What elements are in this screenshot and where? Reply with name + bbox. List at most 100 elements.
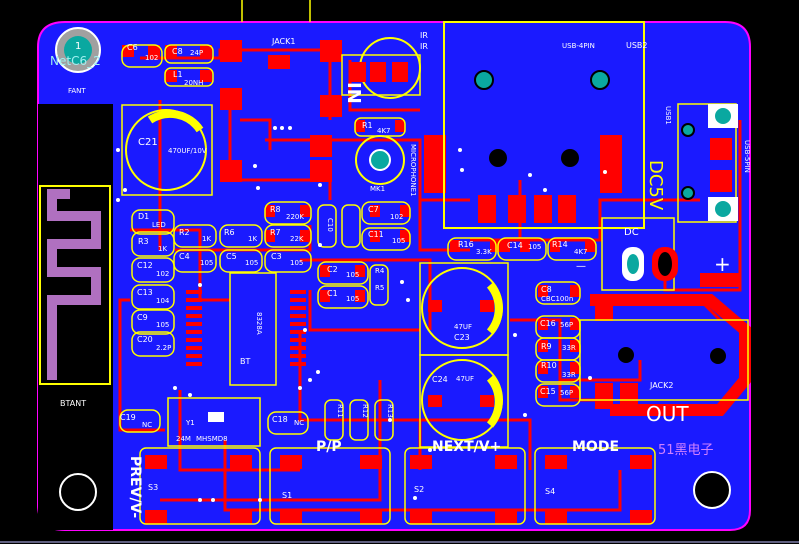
- board-outline: [37, 21, 751, 531]
- ic-name: 8328A: [255, 312, 263, 335]
- prev-label: PREV/V-: [127, 456, 143, 519]
- c11-label: C11: [368, 230, 384, 239]
- c1-label: C1: [327, 289, 338, 298]
- mounting-hole-bottom-right: [693, 471, 731, 509]
- c8b-label: C8: [541, 285, 552, 294]
- c11-value: 105: [392, 237, 406, 245]
- mk1-pad: [369, 149, 391, 171]
- mk1-label: MK1: [370, 185, 386, 193]
- r1-label: R1: [362, 121, 373, 130]
- fant-label: FANT: [68, 87, 86, 95]
- c7-value: 102: [390, 213, 404, 221]
- usb1-label: USB1: [664, 106, 672, 125]
- out-label: OUT: [646, 402, 689, 426]
- c16-label: C16: [540, 319, 556, 328]
- c3-value: 105: [290, 259, 304, 267]
- c5-label: C5: [226, 252, 237, 261]
- r6-value: 1K: [248, 235, 258, 243]
- r2-value: 1K: [202, 235, 212, 243]
- d1-label: D1: [138, 212, 150, 221]
- d1-value: LED: [152, 221, 166, 229]
- s1-label[interactable]: S1: [282, 491, 293, 500]
- c4-value: 105: [200, 259, 214, 267]
- vias: [116, 126, 607, 502]
- usb-5pin-label: USB-5PIN: [743, 140, 751, 173]
- c23-label: C23: [454, 333, 470, 342]
- bt-label: BT: [240, 357, 251, 366]
- c19-label: C19: [120, 413, 136, 422]
- ir-label-2: IR: [420, 42, 428, 51]
- jack2-label: JACK2: [650, 381, 674, 390]
- antenna-trace: [47, 189, 101, 380]
- mounting-hole-bottom-left: [59, 473, 97, 511]
- btant-label: BTANT: [60, 399, 87, 408]
- power-trace: [590, 294, 751, 416]
- dc-label: DC: [624, 227, 639, 238]
- c2-value: 105: [346, 271, 360, 279]
- usb-jack-outline: [241, 0, 311, 22]
- c23-polarity-mark: [486, 282, 503, 335]
- c16-value: 56P: [560, 321, 574, 329]
- minus-label: —: [576, 261, 586, 272]
- c15-label: C15: [540, 387, 556, 396]
- microphone-label: MICROPHONE1: [409, 144, 417, 197]
- c8b-value: CBC100n: [541, 295, 574, 303]
- through-hole-pads: [350, 62, 738, 364]
- s3-label[interactable]: S3: [148, 483, 159, 492]
- r11-label: R11: [336, 404, 344, 418]
- in-label: IN: [343, 82, 364, 104]
- c2-label: C2: [327, 265, 338, 274]
- c10-label: C10: [326, 218, 334, 232]
- y1-label: Y1: [186, 419, 195, 427]
- c18-label: C18: [272, 415, 288, 424]
- s2-label[interactable]: S2: [414, 485, 425, 494]
- c12-label: C12: [137, 261, 153, 270]
- c19-value: NC: [142, 421, 153, 429]
- r7-label: R7: [270, 228, 281, 237]
- r3-value: 1K: [158, 245, 168, 253]
- usb2-label: USB2: [626, 41, 648, 50]
- silkscreen-outlines: [119, 21, 749, 525]
- y1-sub: MHSMD8: [196, 435, 228, 443]
- c24-label: C24: [432, 375, 448, 384]
- r13-label: R13: [386, 404, 394, 418]
- c24-value: 47UF: [456, 375, 475, 383]
- c12-value: 102: [156, 270, 170, 278]
- c14-value: 105: [528, 243, 542, 251]
- r8-value: 220K: [286, 213, 304, 221]
- r9-label: R9: [541, 342, 552, 351]
- c24-polarity-mark: [486, 375, 503, 428]
- r14-value: 4K7: [574, 248, 588, 256]
- mounting-hole-top-left-inner: [64, 36, 92, 64]
- r1-value: 4K7: [377, 127, 391, 135]
- r8-label: R8: [270, 205, 281, 214]
- r2-label: R2: [179, 228, 190, 237]
- c21-value: 470UF/10V: [168, 147, 207, 155]
- dc5v-label: DC5V: [645, 160, 666, 211]
- s4-label[interactable]: S4: [545, 487, 556, 496]
- c20-value: 2.2P: [156, 344, 172, 352]
- c15-value: 56P: [560, 389, 574, 397]
- next-label: NEXT/V+: [432, 439, 502, 455]
- r6-label: R6: [224, 228, 235, 237]
- c13-value: 104: [156, 297, 170, 305]
- c9-value: 105: [156, 321, 170, 329]
- r10-value: 33R: [562, 371, 576, 379]
- r4-label: R4: [375, 267, 385, 275]
- crystal-body: [208, 412, 224, 422]
- c8-label: C8: [172, 47, 183, 56]
- c21-polarity-mark: [147, 109, 204, 133]
- r7-value: 22K: [290, 235, 304, 243]
- ir-label: IR: [420, 31, 428, 40]
- antenna-outline: [39, 185, 111, 385]
- r12-label: R12: [361, 404, 369, 418]
- r3-label: R3: [138, 237, 149, 246]
- net-label-num: 1: [75, 41, 82, 52]
- usb-4pin-label: USB-4PIN: [562, 42, 595, 50]
- smd-pads: [122, 40, 732, 524]
- c7-label: C7: [368, 205, 379, 214]
- c20-label: C20: [137, 335, 153, 344]
- c5-value: 105: [245, 259, 259, 267]
- c6-value: 102: [145, 54, 159, 62]
